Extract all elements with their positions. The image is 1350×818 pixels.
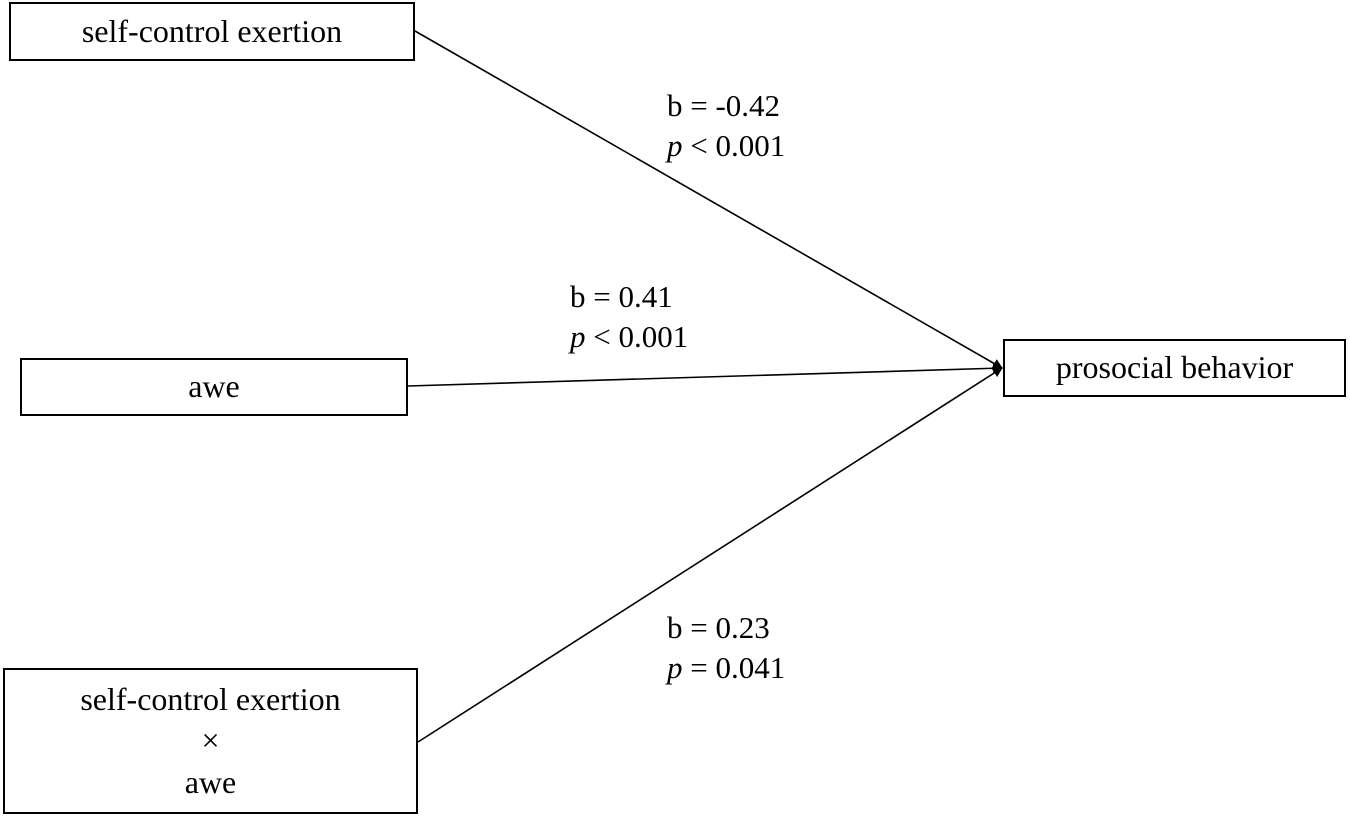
node-awe-label: awe	[188, 368, 240, 405]
node-self-control-exertion: self-control exertion	[9, 2, 415, 61]
edge-self-control-exertion-to-prosocial	[414, 30, 1003, 369]
edge-label-b-value: b = -0.42	[667, 88, 781, 123]
node-interaction: self-control exertion × awe	[3, 668, 418, 814]
p-symbol: p	[667, 128, 683, 163]
p-text: < 0.001	[682, 128, 786, 163]
node-interaction-operator: ×	[201, 722, 220, 759]
edge-awe-to-prosocial	[407, 363, 1003, 387]
node-interaction-line1: self-control exertion	[80, 680, 341, 717]
edge-label-b-value: b = 0.23	[667, 610, 770, 645]
p-symbol: p	[667, 650, 683, 685]
node-self-control-exertion-label: self-control exertion	[81, 12, 343, 49]
edge-label-interaction: b = 0.23 p = 0.041	[667, 608, 785, 688]
p-text: < 0.001	[585, 319, 689, 354]
edge-label-p-value: p = 0.041	[667, 648, 785, 688]
node-prosocial-behavior: prosocial behavior	[1003, 339, 1346, 397]
edge-label-self-control-exertion: b = -0.42 p < 0.001	[667, 86, 785, 166]
node-prosocial-behavior-label: prosocial behavior	[1055, 349, 1294, 386]
edge-label-b-value: b = 0.41	[570, 279, 673, 314]
node-interaction-line2: awe	[184, 763, 237, 800]
p-symbol: p	[570, 319, 586, 354]
p-text: = 0.041	[682, 650, 786, 685]
node-awe: awe	[20, 358, 408, 416]
edge-label-awe: b = 0.41 p < 0.001	[570, 277, 688, 357]
edge-label-p-value: p < 0.001	[570, 317, 688, 357]
edge-label-p-value: p < 0.001	[667, 126, 785, 166]
edge-interaction-to-prosocial	[417, 367, 1003, 743]
